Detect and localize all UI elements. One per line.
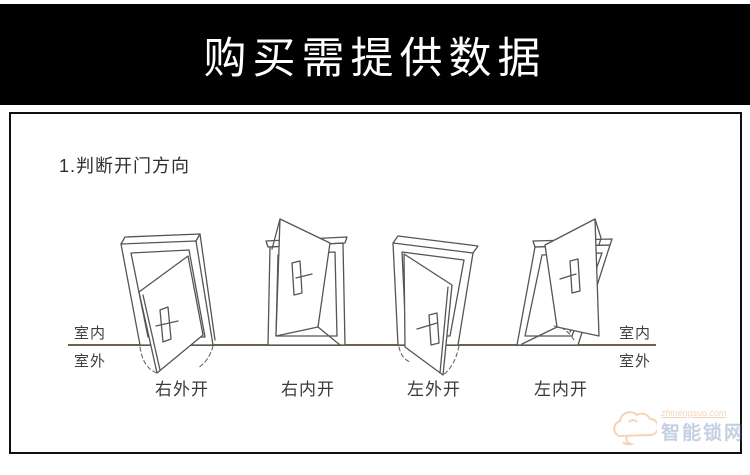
label-indoor-right: 室内 <box>619 325 652 342</box>
door-caption: 右内开 <box>281 380 335 399</box>
ground-line <box>68 344 656 346</box>
page-title: 购买需提供数据 <box>203 34 547 83</box>
label-outdoor-right: 室外 <box>619 353 652 370</box>
label-outdoor-left: 室外 <box>74 353 107 370</box>
header-banner: 购买需提供数据 <box>0 4 750 105</box>
watermark-name: 智能锁网 <box>661 422 746 444</box>
watermark-domain: zhinengsuo.com <box>661 407 727 418</box>
door-caption: 右外开 <box>155 380 209 399</box>
door-diagram-left-inward-icon <box>516 218 613 346</box>
door-direction-panel: 1.判断开门方向 室内 室外 室内 室外 <box>9 112 743 454</box>
label-indoor-left: 室内 <box>74 325 107 342</box>
cloud-logo-icon <box>613 411 657 446</box>
door-caption: 左内开 <box>534 380 588 399</box>
site-watermark: zhinengsuo.com 智能锁网 <box>607 400 743 452</box>
door-diagram-right-inward-icon <box>265 218 348 346</box>
section-title: 1.判断开门方向 <box>59 156 191 176</box>
door-caption: 左外开 <box>407 380 461 399</box>
door-diagram-right-outward-icon <box>120 233 216 374</box>
door-diagram-left-outward-icon <box>392 235 479 376</box>
